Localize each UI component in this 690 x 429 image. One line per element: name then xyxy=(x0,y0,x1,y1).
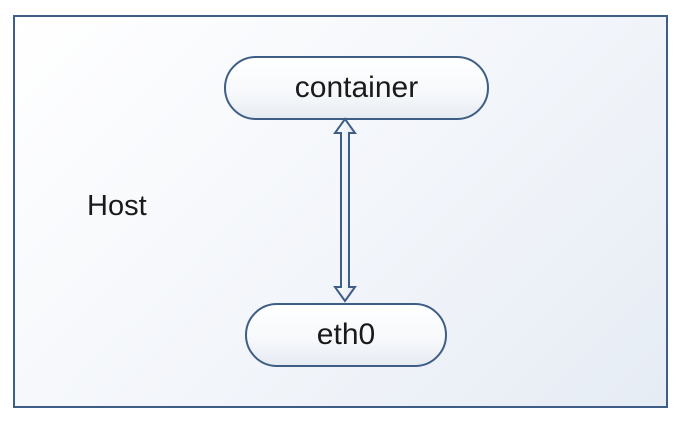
container-node: container xyxy=(224,56,489,120)
container-node-label: container xyxy=(294,71,419,104)
double-arrow-icon xyxy=(333,117,357,303)
host-label: Host xyxy=(87,190,147,222)
eth0-node: eth0 xyxy=(245,303,447,367)
eth0-node-label: eth0 xyxy=(316,318,376,351)
